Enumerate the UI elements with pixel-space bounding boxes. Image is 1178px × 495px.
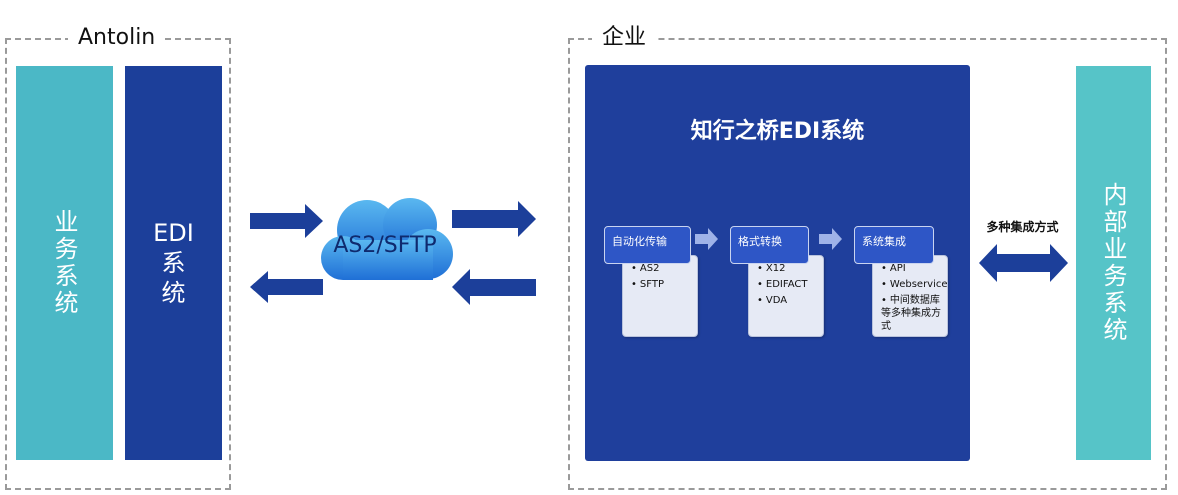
edi-system-label-line1: EDI <box>153 219 194 247</box>
step-1-item: AS2 <box>631 262 691 275</box>
cloud-icon <box>321 198 453 280</box>
arrow-right-icon <box>452 201 536 237</box>
edi-system-label-line2: 系 <box>161 249 186 277</box>
step-2-item: VDA <box>757 294 817 307</box>
step-3-item: 中间数据库等多种集成方式 <box>881 294 941 333</box>
double-arrow-icon <box>979 244 1068 282</box>
enterprise-group-label: 企业 <box>592 25 657 51</box>
internal-system-column: 内部业务系统 <box>1076 66 1151 460</box>
step-2-item: EDIFACT <box>757 278 817 291</box>
enterprise-group-box <box>568 38 1167 490</box>
step-1-item: SFTP <box>631 278 691 291</box>
step-2-details: X12 EDIFACT VDA <box>748 255 824 337</box>
step-2-item: X12 <box>757 262 817 275</box>
business-system-column: 业务系统 <box>16 66 113 460</box>
edi-system-column: EDI 系 统 <box>125 66 222 460</box>
edi-system-label-line3: 统 <box>161 279 186 307</box>
step-1-details: AS2 SFTP <box>622 255 698 337</box>
step-3-item: Webservice <box>881 278 948 291</box>
arrow-right-icon <box>250 204 323 238</box>
step-3-item: API <box>881 262 941 275</box>
chevron-right-icon <box>819 228 842 250</box>
platform-title: 知行之桥EDI系统 <box>690 119 865 144</box>
antolin-group-label: Antolin <box>68 25 166 51</box>
step-3-title: 系统集成 <box>854 226 934 264</box>
edi-platform-panel: 知行之桥EDI系统 AS2 SFTP 自动化传输 X12 EDIFACT VDA… <box>585 65 970 461</box>
internal-system-label: 内部业务系统 <box>1099 182 1127 344</box>
business-system-label: 业务系统 <box>50 209 78 317</box>
arrow-left-icon <box>250 271 323 303</box>
chevron-right-icon <box>695 228 718 250</box>
step-2-title: 格式转换 <box>730 226 809 264</box>
integration-label: 多种集成方式 <box>986 220 1059 234</box>
step-1-title: 自动化传输 <box>604 226 691 264</box>
step-3-details: API Webservice 中间数据库等多种集成方式 <box>872 255 948 337</box>
transport-label: AS2/SFTP <box>333 233 437 258</box>
arrow-left-icon <box>452 269 536 305</box>
